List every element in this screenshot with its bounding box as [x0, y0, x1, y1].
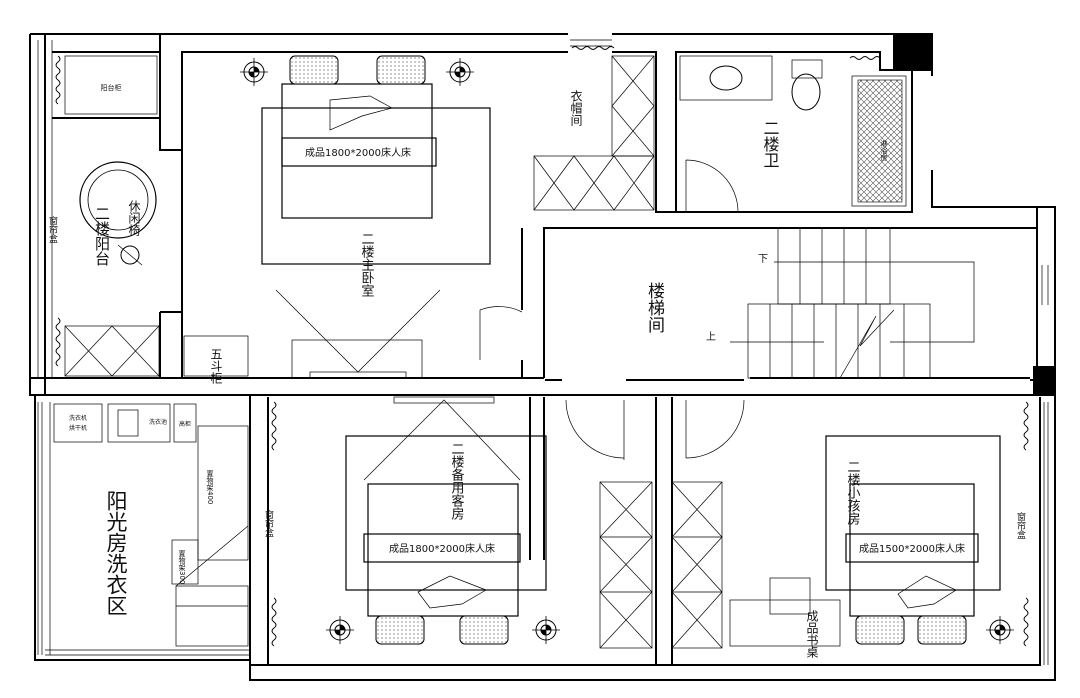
- svg-text:置物架300: 置物架300: [178, 550, 186, 584]
- chest-of-drawers: 五斗柜: [183, 335, 249, 384]
- desk: 成品书桌: [729, 577, 841, 659]
- lamp-icon: [985, 615, 1015, 645]
- curtain: [849, 56, 881, 60]
- balcony-rail: [37, 39, 1049, 665]
- guest-bed: 成品1800*2000床人床: [345, 396, 547, 645]
- kids-bed: 成品1500*2000床人床: [825, 435, 1001, 645]
- svg-text:休闲椅: 休闲椅: [127, 200, 141, 236]
- svg-text:成品书桌: 成品书桌: [805, 610, 819, 659]
- room-label-cloakroom: 衣帽间: [569, 89, 583, 126]
- curtain: [571, 46, 615, 50]
- balcony-storage: [64, 325, 160, 377]
- column: [893, 33, 933, 71]
- master-tv-wall: [275, 289, 441, 379]
- door-kids: [685, 399, 745, 459]
- toilet: [791, 59, 823, 111]
- curtain: [55, 317, 61, 367]
- lamp-icon: [531, 615, 561, 645]
- svg-text:洗衣机: 洗衣机: [69, 414, 87, 422]
- lamp-icon: [325, 615, 355, 645]
- kids-wardrobe: [671, 481, 723, 649]
- sunroom-shelves: 置物架400 置物架300: [171, 425, 249, 647]
- bath-sink: [679, 55, 773, 101]
- curtain-box-label: 窗帘盒: [47, 215, 58, 243]
- svg-text:成品1800*2000床人床: 成品1800*2000床人床: [305, 146, 411, 159]
- curtain-box-label: 窗帘盒: [1015, 511, 1026, 539]
- balcony-cabinet: 阳台柜: [64, 55, 158, 115]
- svg-text:五斗柜: 五斗柜: [209, 348, 223, 384]
- master-bed: 成品1800*2000床人床: [261, 55, 491, 265]
- lamp-icon: [239, 57, 269, 87]
- curtain: [1023, 597, 1029, 647]
- curtain: [1023, 401, 1029, 451]
- svg-text:成品1800*2000床人床: 成品1800*2000床人床: [389, 542, 495, 555]
- shower: 淋浴房: [851, 75, 907, 207]
- door-guest: [565, 399, 625, 460]
- svg-text:高柜: 高柜: [179, 420, 191, 428]
- laundry-fixtures: 洗衣机 烘干机 洗衣池 高柜: [53, 403, 197, 443]
- svg-text:淋浴房: 淋浴房: [880, 139, 888, 162]
- room-label-bathroom: 二楼卫: [761, 120, 780, 168]
- svg-text:阳台柜: 阳台柜: [101, 83, 122, 92]
- curtain: [271, 401, 277, 451]
- lamp-icon: [445, 57, 475, 87]
- door-master: [479, 306, 523, 360]
- svg-text:烘干机: 烘干机: [69, 424, 87, 432]
- curtain: [55, 55, 61, 105]
- room-label-master-bedroom: 二楼主卧室: [359, 232, 375, 297]
- svg-text:置物架400: 置物架400: [206, 470, 214, 504]
- door-bathroom: [685, 159, 739, 213]
- room-label-kids-room: 二楼小孩房: [845, 460, 861, 525]
- svg-text:下: 下: [758, 254, 768, 265]
- leisure-chair: 休闲椅: [79, 161, 157, 266]
- curtain-box-label: 窗帘盒: [263, 509, 274, 537]
- room-label-guest-room: 二楼备用客房: [449, 442, 465, 520]
- stairs: 下 上: [706, 227, 975, 379]
- room-label-balcony: 二楼阳台: [93, 206, 111, 266]
- column: [1033, 366, 1055, 396]
- room-label-stairwell: 楼梯间: [644, 282, 665, 334]
- svg-text:上: 上: [706, 331, 716, 343]
- cloakroom-wardrobe: [533, 55, 655, 211]
- svg-text:成品1500*2000床人床: 成品1500*2000床人床: [859, 542, 965, 555]
- guest-wardrobe: [599, 481, 653, 649]
- svg-text:洗衣池: 洗衣池: [149, 418, 167, 426]
- room-label-sunroom: 阳光房洗衣区: [104, 490, 128, 616]
- curtain: [271, 597, 277, 647]
